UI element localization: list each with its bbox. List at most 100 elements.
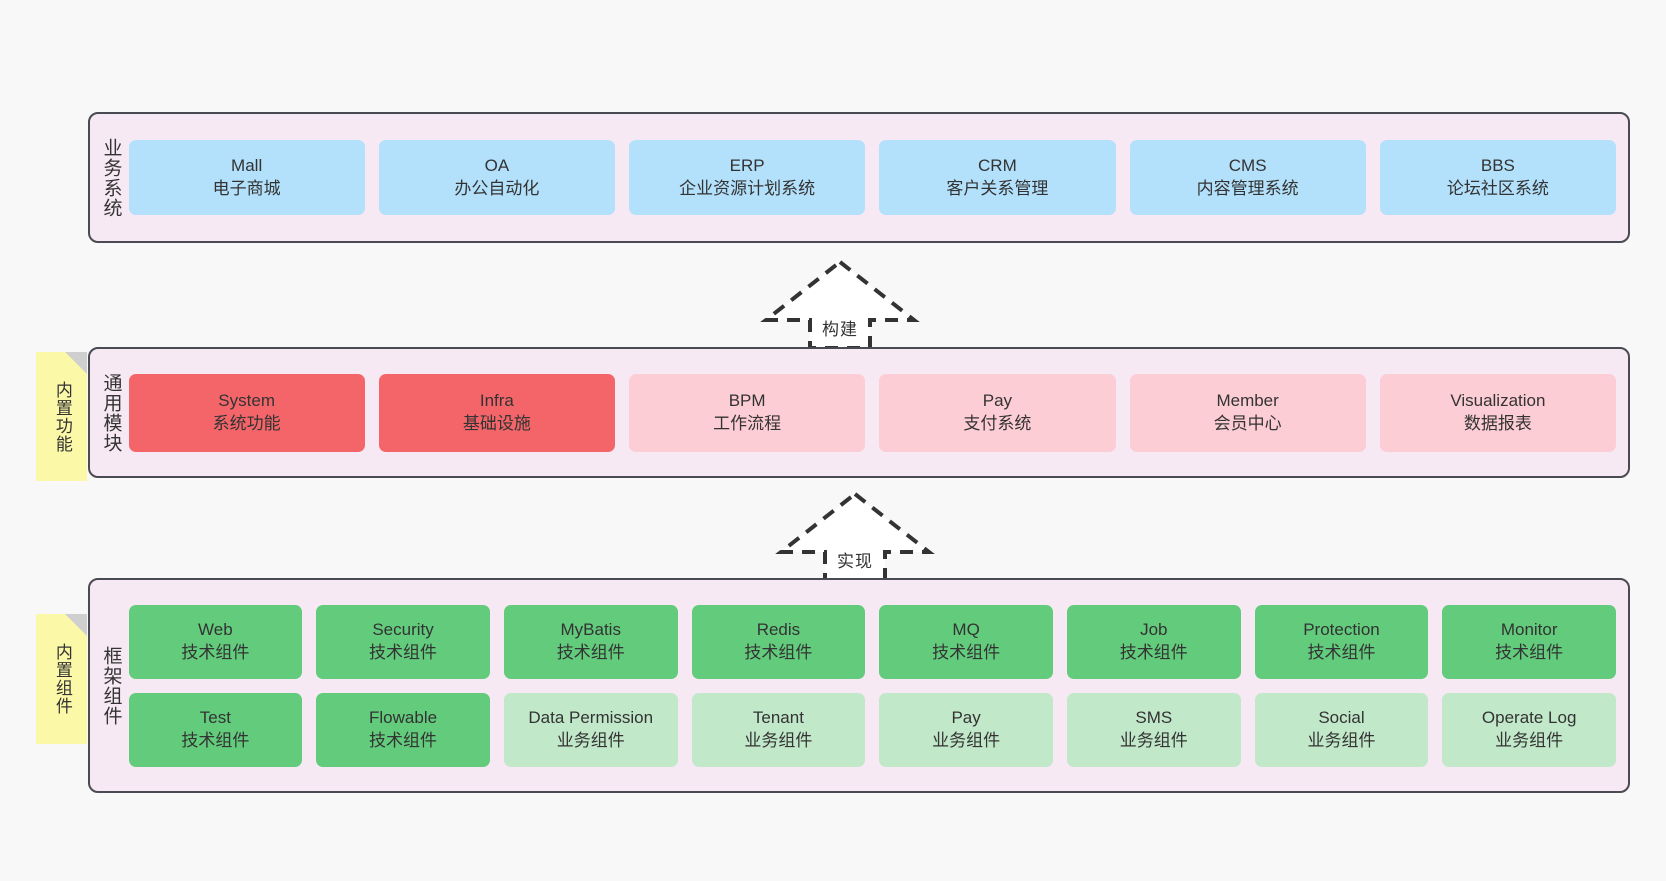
card-title-cn: 业务组件 bbox=[1495, 730, 1564, 750]
card-pay-component[interactable]: Pay 业务组件 bbox=[879, 692, 1053, 767]
card-visualization[interactable]: Visualization 数据报表 bbox=[1379, 373, 1617, 452]
card-title-en: Web bbox=[198, 620, 233, 640]
framework-row-tech: Web 技术组件 Security 技术组件 MyBatis 技术组件 Redi… bbox=[128, 604, 1617, 679]
sticky-note-text: 内置组件 bbox=[52, 643, 72, 715]
card-title-cn: 数据报表 bbox=[1463, 413, 1532, 433]
card-web[interactable]: Web 技术组件 bbox=[128, 604, 303, 679]
card-title-en: BBS bbox=[1480, 156, 1515, 176]
arrow-build-label: 构建 bbox=[822, 320, 858, 339]
layer-business-systems: 业务系统 Mall 电子商城 OA 办公自动化 ERP 企业资源计划系统 CRM… bbox=[88, 112, 1630, 243]
card-operate-log[interactable]: Operate Log 业务组件 bbox=[1442, 692, 1617, 767]
card-title-cn: 业务组件 bbox=[1119, 730, 1188, 750]
sticky-fold-icon bbox=[65, 352, 87, 374]
card-title-en: Flowable bbox=[369, 708, 438, 728]
card-mq[interactable]: MQ 技术组件 bbox=[879, 604, 1053, 679]
card-title-cn: 支付系统 bbox=[963, 413, 1032, 433]
card-flowable[interactable]: Flowable 技术组件 bbox=[316, 692, 490, 767]
card-title-cn: 技术组件 bbox=[181, 730, 250, 750]
arrow-implement: 实现 bbox=[775, 490, 935, 582]
layer-framework-components: 框架组件 Web 技术组件 Security 技术组件 MyBatis 技术组件… bbox=[88, 578, 1630, 793]
card-protection[interactable]: Protection 技术组件 bbox=[1254, 604, 1429, 679]
card-title-en: Protection bbox=[1303, 620, 1380, 640]
card-mybatis[interactable]: MyBatis 技术组件 bbox=[503, 604, 678, 679]
card-title-en: System bbox=[218, 391, 275, 411]
card-title-cn: 技术组件 bbox=[181, 642, 250, 662]
card-title-cn: 内容管理系统 bbox=[1196, 178, 1299, 198]
card-title-cn: 技术组件 bbox=[932, 642, 1001, 662]
card-title-cn: 技术组件 bbox=[744, 642, 813, 662]
card-infra[interactable]: Infra 基础设施 bbox=[378, 373, 616, 452]
card-title-cn: 客户关系管理 bbox=[946, 178, 1049, 198]
card-sms[interactable]: SMS 业务组件 bbox=[1066, 692, 1241, 767]
card-title-cn: 系统功能 bbox=[212, 413, 281, 433]
layer-label-business-systems: 业务系统 bbox=[100, 137, 122, 218]
card-security[interactable]: Security 技术组件 bbox=[316, 604, 490, 679]
card-title-en: Job bbox=[1140, 620, 1168, 640]
layer-common-modules: 通用模块 System 系统功能 Infra 基础设施 BPM 工作流程 Pay… bbox=[88, 347, 1630, 478]
card-test[interactable]: Test 技术组件 bbox=[128, 692, 303, 767]
card-pay-module[interactable]: Pay 支付系统 bbox=[879, 373, 1116, 452]
card-title-cn: 业务组件 bbox=[556, 730, 625, 750]
card-title-en: CMS bbox=[1228, 156, 1267, 176]
card-tenant[interactable]: Tenant 业务组件 bbox=[691, 692, 866, 767]
layer-label-common-modules: 通用模块 bbox=[100, 372, 122, 453]
layer-body-business-systems: Mall 电子商城 OA 办公自动化 ERP 企业资源计划系统 CRM 客户关系… bbox=[127, 114, 1628, 241]
card-title-en: CRM bbox=[978, 156, 1017, 176]
card-title-en: Operate Log bbox=[1481, 708, 1577, 728]
sticky-note-text: 内置功能 bbox=[52, 380, 72, 453]
card-title-en: Member bbox=[1216, 391, 1279, 411]
card-title-en: MyBatis bbox=[560, 620, 621, 640]
card-title-cn: 基础设施 bbox=[462, 413, 531, 433]
card-title-cn: 电子商城 bbox=[212, 178, 281, 198]
card-title-cn: 技术组件 bbox=[369, 642, 438, 662]
sticky-fold-icon bbox=[65, 614, 87, 636]
card-bbs[interactable]: BBS 论坛社区系统 bbox=[1379, 140, 1617, 215]
card-erp[interactable]: ERP 企业资源计划系统 bbox=[629, 140, 866, 215]
card-system[interactable]: System 系统功能 bbox=[128, 373, 365, 452]
card-title-cn: 技术组件 bbox=[556, 642, 625, 662]
sticky-note-builtin-components: 内置组件 bbox=[36, 614, 87, 744]
card-title-en: Mall bbox=[231, 156, 263, 176]
sticky-note-builtin-features: 内置功能 bbox=[36, 352, 87, 481]
card-title-cn: 业务组件 bbox=[1307, 730, 1376, 750]
card-title-cn: 办公自动化 bbox=[454, 178, 540, 198]
card-job[interactable]: Job 技术组件 bbox=[1066, 604, 1241, 679]
card-title-en: Monitor bbox=[1500, 620, 1558, 640]
card-title-en: Test bbox=[199, 708, 231, 728]
card-title-en: Security bbox=[372, 620, 434, 640]
card-title-en: BPM bbox=[728, 391, 766, 411]
arrow-implement-shape bbox=[775, 491, 935, 582]
card-title-en: Infra bbox=[479, 391, 514, 411]
card-title-cn: 业务组件 bbox=[932, 730, 1001, 750]
card-title-en: OA bbox=[484, 156, 510, 176]
arrow-build-shape bbox=[760, 259, 920, 350]
card-title-en: ERP bbox=[729, 156, 765, 176]
card-title-en: Redis bbox=[756, 620, 801, 640]
card-title-cn: 技术组件 bbox=[369, 730, 438, 750]
card-data-permission[interactable]: Data Permission 业务组件 bbox=[503, 692, 678, 767]
card-title-cn: 会员中心 bbox=[1213, 413, 1282, 433]
card-title-cn: 技术组件 bbox=[1119, 642, 1188, 662]
card-member[interactable]: Member 会员中心 bbox=[1129, 373, 1366, 452]
card-monitor[interactable]: Monitor 技术组件 bbox=[1442, 604, 1617, 679]
layer-body-framework-components: Web 技术组件 Security 技术组件 MyBatis 技术组件 Redi… bbox=[127, 580, 1628, 791]
card-title-en: Visualization bbox=[1450, 391, 1546, 411]
card-title-en: Tenant bbox=[752, 708, 804, 728]
card-title-en: SMS bbox=[1135, 708, 1173, 728]
card-oa[interactable]: OA 办公自动化 bbox=[378, 140, 616, 215]
card-title-cn: 论坛社区系统 bbox=[1446, 178, 1549, 198]
card-title-cn: 业务组件 bbox=[744, 730, 813, 750]
arrow-build: 构建 bbox=[760, 258, 920, 350]
card-bpm[interactable]: BPM 工作流程 bbox=[629, 373, 866, 452]
card-crm[interactable]: CRM 客户关系管理 bbox=[879, 140, 1116, 215]
card-title-cn: 企业资源计划系统 bbox=[679, 178, 816, 198]
card-title-cn: 技术组件 bbox=[1307, 642, 1376, 662]
framework-row-business: Test 技术组件 Flowable 技术组件 Data Permission … bbox=[128, 692, 1617, 767]
card-cms[interactable]: CMS 内容管理系统 bbox=[1129, 140, 1366, 215]
card-mall[interactable]: Mall 电子商城 bbox=[128, 140, 365, 215]
card-social[interactable]: Social 业务组件 bbox=[1254, 692, 1429, 767]
card-redis[interactable]: Redis 技术组件 bbox=[691, 604, 866, 679]
card-title-cn: 技术组件 bbox=[1495, 642, 1564, 662]
card-title-en: Data Permission bbox=[528, 708, 654, 728]
card-title-en: Social bbox=[1318, 708, 1365, 728]
